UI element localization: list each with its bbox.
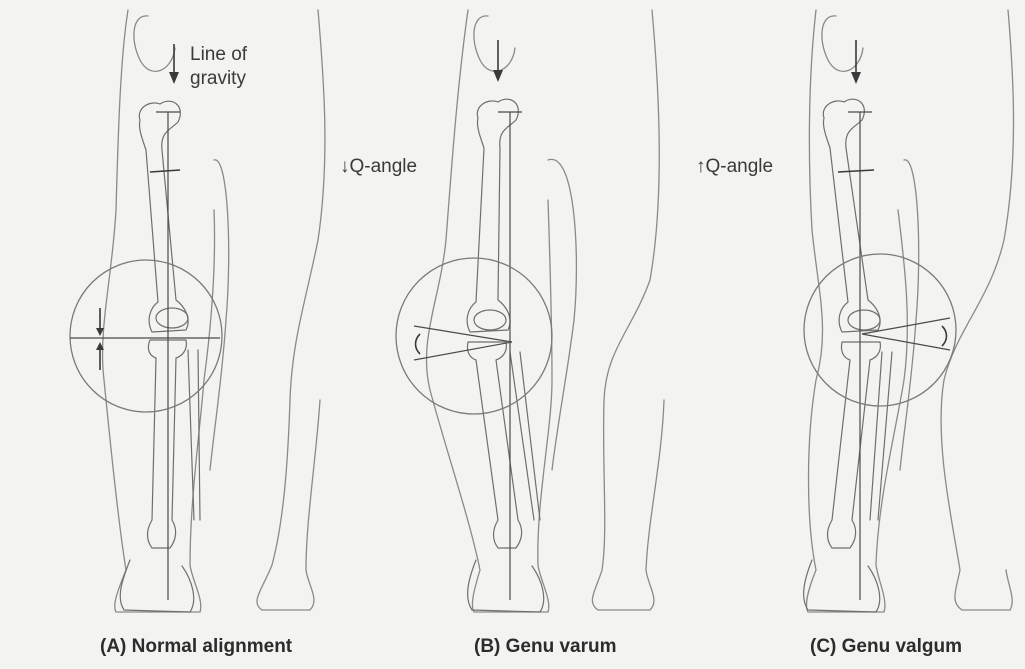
panel-a-q-angle-mark (150, 170, 180, 172)
panel-c-back-leg-outline (941, 10, 1013, 610)
panel-c-genu-valgum: ↑Q-angle (696, 10, 1014, 612)
panel-b-back-thigh-outline (548, 159, 576, 470)
panel-b-femur (467, 99, 518, 332)
panel-a-tibia (148, 340, 187, 548)
gravity-arrowhead (169, 72, 179, 84)
panel-b-angle-line-lower (414, 342, 512, 360)
line-of-gravity-label-1: Line of (190, 44, 248, 65)
panel-c-hip-outline (822, 16, 863, 71)
panel-b-angle-arrow (416, 334, 421, 354)
panel-c-femur (823, 99, 880, 332)
panel-c-angle-line-upper (862, 318, 950, 334)
line-of-gravity-label-2: gravity (190, 68, 246, 89)
panel-b-genu-varum: ↓Q-angle (340, 10, 664, 612)
panel-c-fibula (870, 352, 892, 520)
panel-c-tibia (828, 342, 881, 548)
panel-a-hip-outline (134, 16, 175, 71)
panel-a-femur (139, 101, 188, 332)
panel-c-q-angle-mark (838, 170, 874, 172)
caption-genu-valgum: (C) Genu valgum (810, 636, 962, 657)
q-angle-increased-label: ↑Q-angle (696, 156, 773, 177)
caption-normal-alignment: (A) Normal alignment (100, 636, 293, 657)
panel-a-foot (120, 560, 193, 612)
panel-a-patella (156, 308, 188, 328)
panel-a-back-leg-outline (257, 10, 325, 610)
panel-c-angle-arrow (942, 326, 947, 346)
panel-b-front-leg-outline (426, 10, 552, 612)
panel-c-patella (848, 310, 880, 330)
panel-a-knee-circle (70, 260, 222, 412)
panel-a-front-leg-outline (103, 10, 215, 612)
q-angle-decreased-label: ↓Q-angle (340, 156, 417, 177)
panel-b-gravity-arrowhead (493, 70, 503, 82)
panel-b-back-leg-outline (592, 10, 664, 610)
panel-c-gravity-arrowhead (851, 72, 861, 84)
panel-b-patella (474, 310, 506, 330)
panel-a-normal-alignment: Line of gravity (70, 10, 325, 612)
panel-b-hip-outline (474, 16, 515, 71)
caption-genu-varum: (B) Genu varum (474, 636, 617, 657)
panel-c-back-thigh-outline (900, 160, 919, 470)
